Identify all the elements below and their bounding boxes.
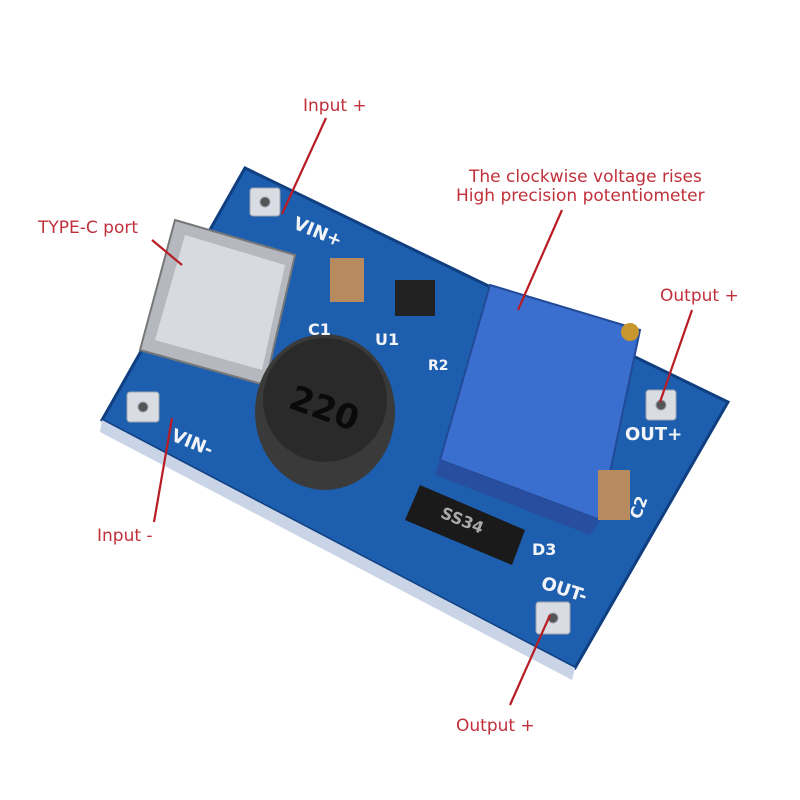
label-pot-line1: The clockwise voltage rises <box>468 167 702 187</box>
label-input-plus: Input + <box>303 96 367 116</box>
label-output-plus-right: Output + <box>660 286 739 306</box>
label-output-plus-bottom: Output + <box>456 716 535 736</box>
silk-u1: U1 <box>375 330 399 349</box>
inductor: 220 <box>255 334 395 490</box>
silk-out-plus: OUT+ <box>625 424 682 445</box>
callout-lines <box>151 117 694 706</box>
silk-r2: R2 <box>428 358 449 374</box>
label-type-c-port: TYPE-C port <box>37 218 138 238</box>
silk-d3: D3 <box>532 540 556 559</box>
label-pot-line2: High precision potentiometer <box>456 186 705 206</box>
potentiometer <box>435 283 642 535</box>
solder-pads <box>126 187 677 635</box>
silk-c1: C1 <box>308 320 331 339</box>
ic-u1 <box>395 280 435 316</box>
label-input-minus: Input - <box>97 526 153 546</box>
diode: SS34 <box>405 485 525 565</box>
capacitor-c1 <box>330 258 364 302</box>
capacitor-c2 <box>598 470 630 520</box>
